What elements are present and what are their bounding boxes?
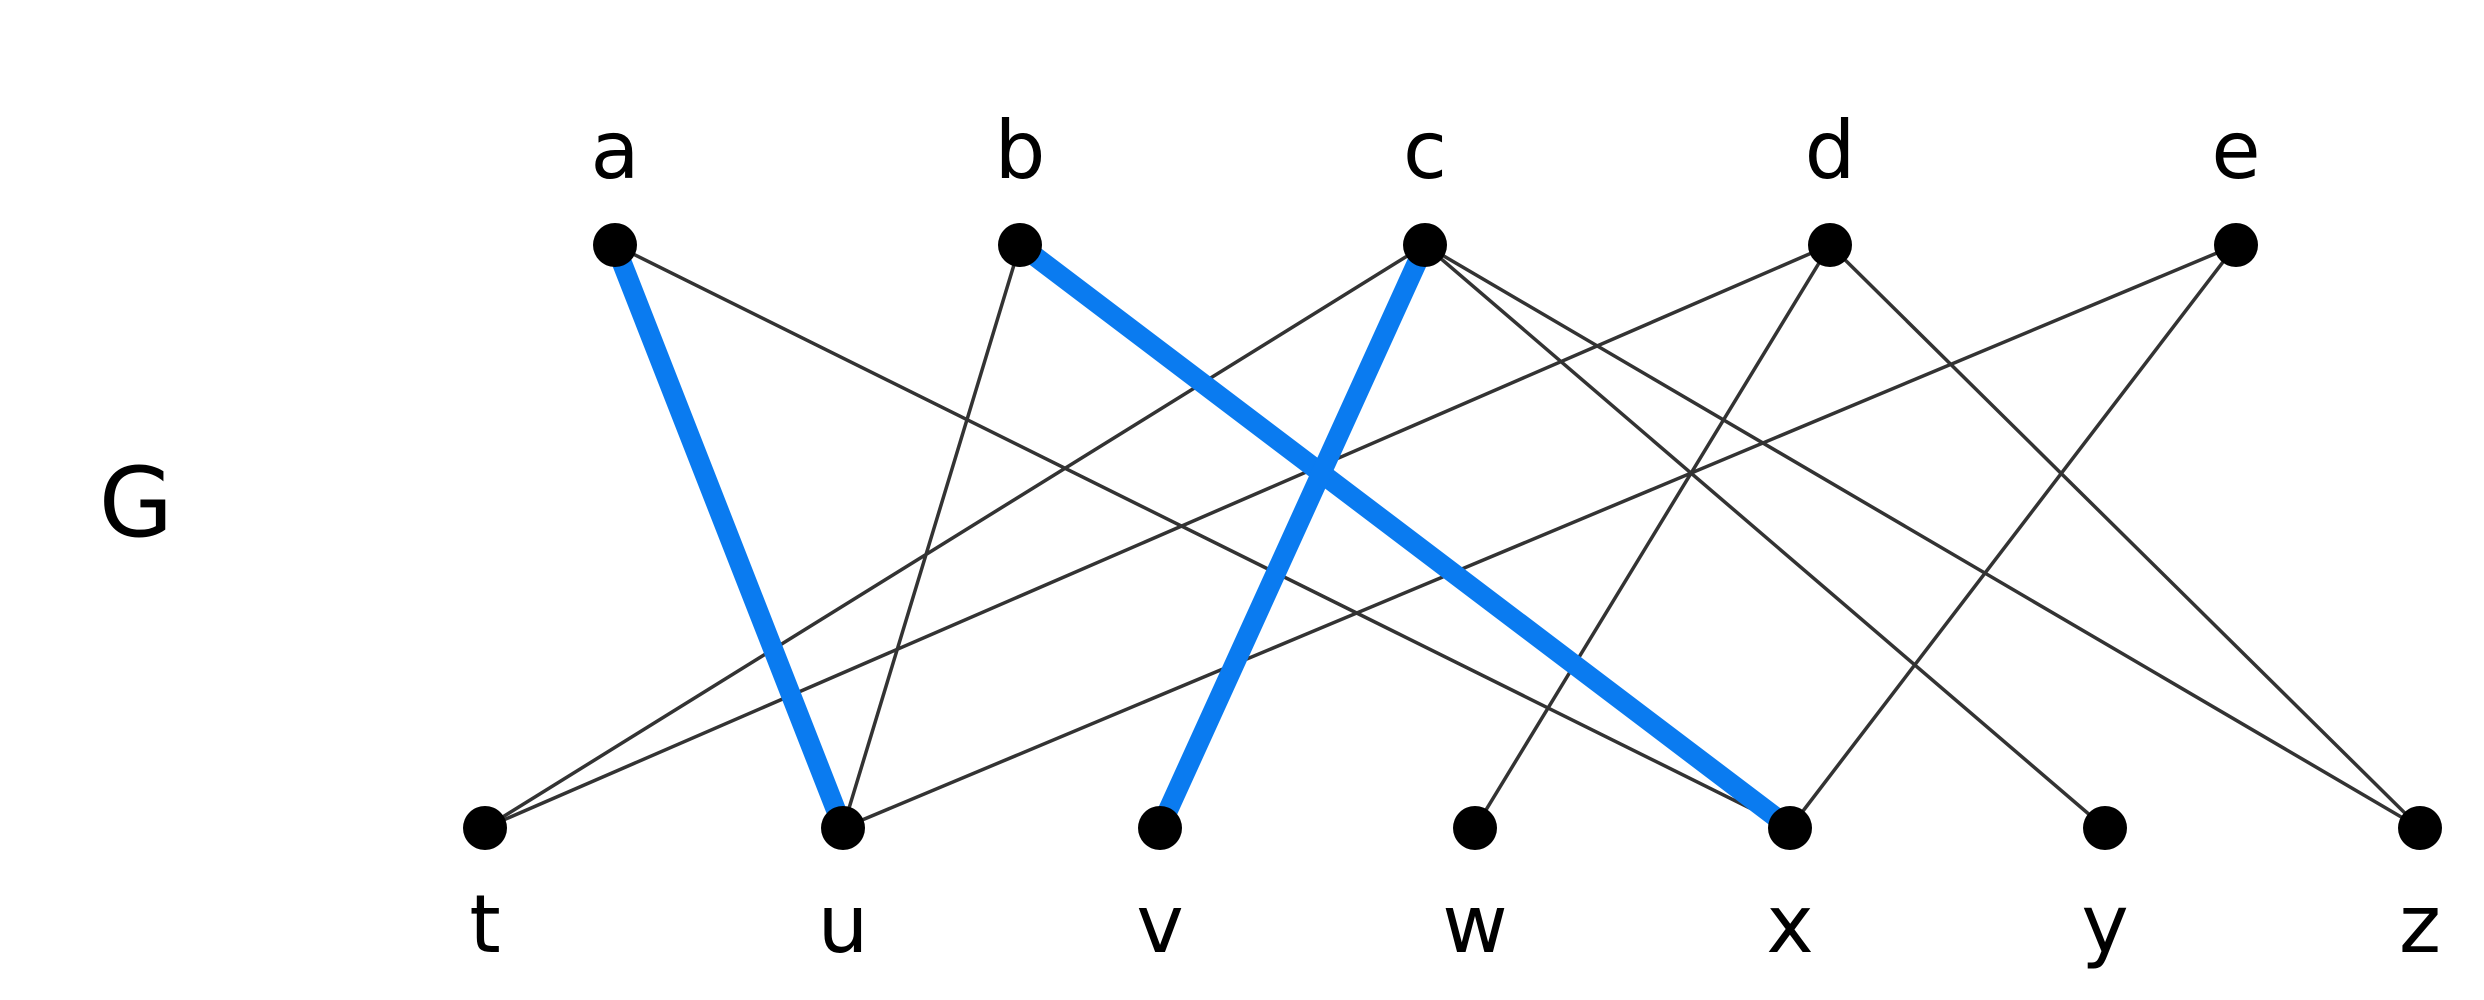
matching-edge-c-v xyxy=(1150,235,1435,838)
vertex-label-d: d xyxy=(1805,104,1856,197)
vertex-e xyxy=(2214,223,2258,267)
edges-layer xyxy=(484,243,2422,830)
edge-b-u xyxy=(841,244,1022,829)
vertex-label-u: u xyxy=(818,878,869,971)
vertex-label-a: a xyxy=(590,104,639,197)
vertex-a xyxy=(593,223,637,267)
edge-e-x xyxy=(1788,243,2238,830)
matching-edge-a-u xyxy=(605,235,853,838)
edge-d-t xyxy=(484,243,1831,830)
vertex-c xyxy=(1403,223,1447,267)
edge-c-y xyxy=(1423,243,2107,830)
vertex-v xyxy=(1138,806,1182,850)
vertex-label-b: b xyxy=(995,104,1046,197)
vertex-label-y: y xyxy=(2081,878,2128,971)
vertex-t xyxy=(463,806,507,850)
vertex-u xyxy=(821,806,865,850)
vertices-layer xyxy=(463,223,2442,850)
edge-e-u xyxy=(842,243,2237,830)
vertex-z xyxy=(2398,806,2442,850)
vertex-label-x: x xyxy=(1766,878,1813,971)
vertex-w xyxy=(1453,806,1497,850)
edge-c-z xyxy=(1424,243,2421,830)
edge-d-w xyxy=(1473,244,1832,829)
edge-d-z xyxy=(1828,243,2422,830)
vertex-label-z: z xyxy=(2399,878,2441,971)
vertex-label-w: w xyxy=(1442,878,1507,971)
vertex-d xyxy=(1808,223,1852,267)
vertex-label-t: t xyxy=(469,878,500,971)
matching-edges-layer xyxy=(605,235,1800,838)
graph-name-label: G xyxy=(99,447,173,559)
vertex-x xyxy=(1768,806,1812,850)
matching-edge-b-x xyxy=(1010,235,1800,838)
vertex-label-v: v xyxy=(1136,878,1183,971)
vertex-labels-layer: a b c d e t u v w x y z xyxy=(469,104,2441,971)
edge-a-x xyxy=(614,243,1791,830)
edge-c-t xyxy=(484,243,1426,830)
vertex-label-c: c xyxy=(1403,104,1447,197)
vertex-y xyxy=(2083,806,2127,850)
vertex-label-e: e xyxy=(2211,104,2260,197)
vertex-b xyxy=(998,223,1042,267)
